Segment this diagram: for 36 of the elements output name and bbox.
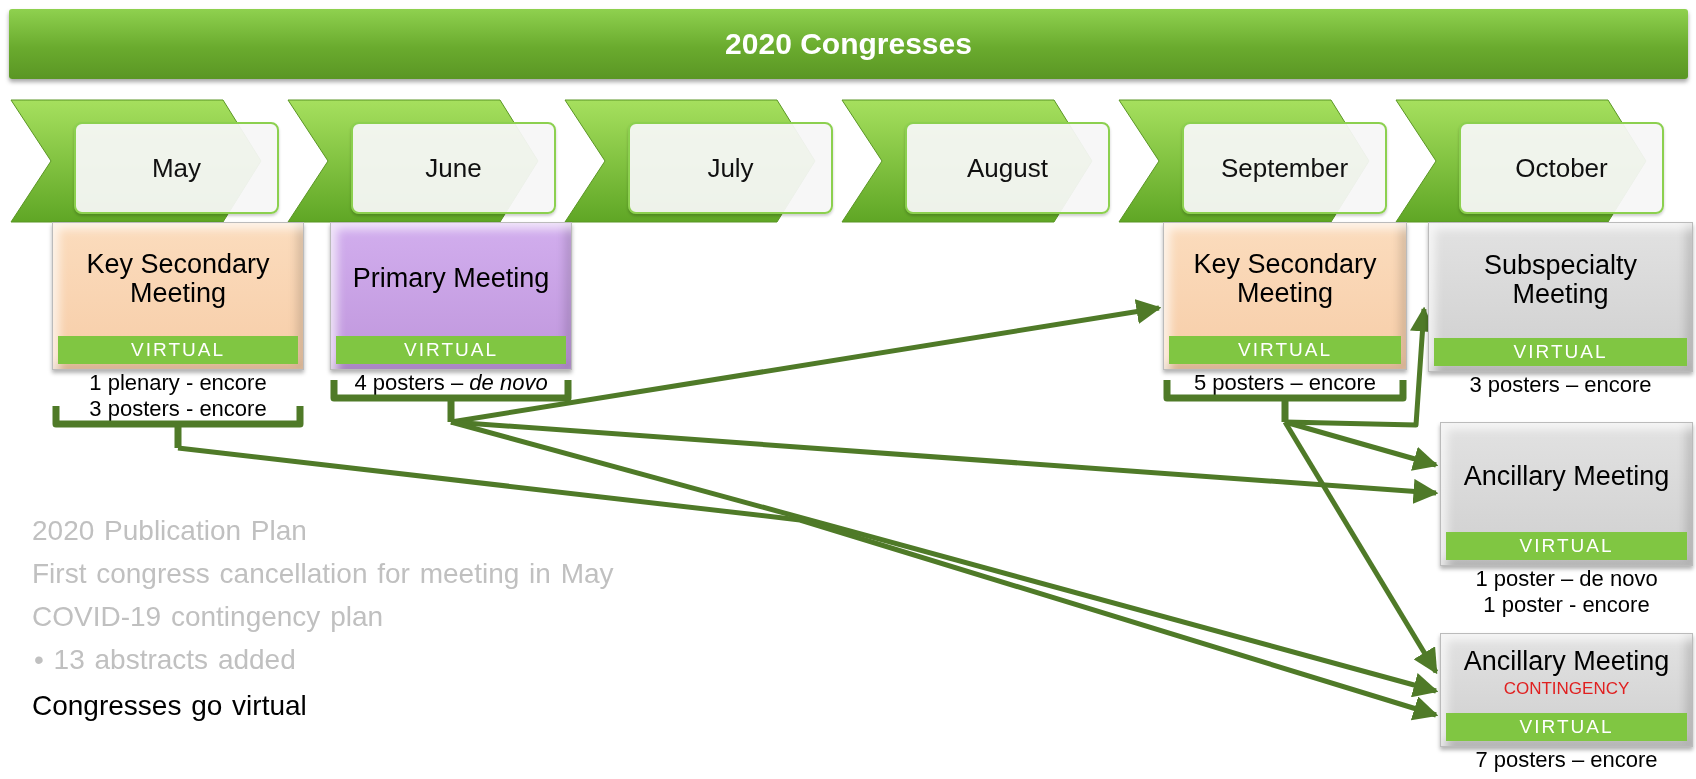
poster-count: 5 posters – encore	[1193, 370, 1377, 396]
month-card: July	[628, 122, 833, 214]
note-text: • 13 abstracts added	[34, 644, 296, 676]
note-text: First congress cancellation for meeting in May	[32, 558, 614, 590]
meeting-title: Ancillary Meeting	[1462, 647, 1671, 677]
poster-count: 1 plenary - encore	[89, 370, 267, 396]
virtual-banner: VIRTUAL	[1446, 532, 1687, 560]
virtual-banner: VIRTUAL	[1169, 336, 1401, 364]
poster-count: 3 posters – encore	[1469, 372, 1652, 398]
month-card: October	[1459, 122, 1664, 214]
note-text: COVID-19 contingency plan	[32, 601, 384, 633]
arrow	[1282, 420, 1439, 675]
month-card: September	[1182, 122, 1387, 214]
virtual-banner: VIRTUAL	[336, 336, 566, 364]
arrow	[450, 419, 1439, 698]
poster-count: 4 posters – de novo	[354, 370, 548, 396]
poster-count: 3 posters - encore	[89, 395, 267, 422]
month-card: August	[905, 122, 1110, 214]
poster-count: 1 poster – de novo	[1475, 566, 1658, 592]
poster-count: 1 poster - encore	[1483, 591, 1650, 618]
meeting-title: Key Secondary Meeting	[1192, 249, 1378, 309]
arrow	[177, 445, 1439, 721]
meeting-title: Subspecialty Meeting	[1482, 250, 1639, 310]
contingency-note: CONTINGENCY	[1503, 678, 1630, 699]
month-card: June	[351, 122, 556, 214]
virtual-banner: VIRTUAL	[58, 336, 298, 364]
month-card: May	[74, 122, 279, 214]
note-text: Congresses go virtual	[32, 690, 307, 722]
note-text: 2020 Publication Plan	[32, 515, 307, 547]
virtual-banner: VIRTUAL	[1446, 713, 1687, 741]
meeting-title: Key Secondary Meeting	[85, 249, 271, 309]
meeting-title: Ancillary Meeting	[1462, 462, 1671, 492]
virtual-banner: VIRTUAL	[1434, 338, 1687, 366]
poster-count: 7 posters – encore	[1475, 747, 1658, 773]
meeting-title: Primary Meeting	[351, 264, 551, 294]
title-banner: 2020 Congresses	[9, 9, 1688, 79]
